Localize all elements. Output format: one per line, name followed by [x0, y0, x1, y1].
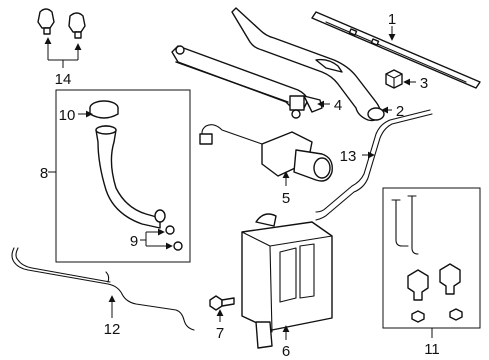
wiper-blade-part [311, 11, 481, 89]
callout-14-leader [44, 37, 82, 68]
callout-11: 11 [424, 341, 440, 358]
grommet-pair-part [165, 225, 183, 251]
arm-nut-part [385, 69, 403, 89]
filler-neck-group-box [55, 89, 191, 263]
washer-nozzle-pair-part [37, 8, 86, 39]
callout-3: 3 [420, 75, 428, 92]
callout-13: 13 [340, 148, 357, 165]
callout-12: 12 [104, 321, 121, 338]
nozzle-kit-group-box [382, 187, 481, 329]
callout-5: 5 [282, 190, 290, 207]
callout-9-leader [140, 228, 173, 250]
filler-neck-part [89, 100, 166, 229]
callout-4: 4 [334, 97, 342, 114]
wiper-arm-part [231, 7, 385, 122]
callout-1: 1 [388, 11, 396, 28]
callout-2: 2 [396, 103, 404, 120]
callout-8: 8 [40, 165, 48, 182]
washer-hose-part [11, 247, 195, 331]
callout-14: 14 [55, 71, 72, 88]
wiper-motor-part [199, 124, 333, 182]
nozzle-kit-part [391, 195, 463, 323]
callout-7: 7 [216, 325, 224, 342]
callout-9: 9 [130, 233, 138, 250]
reservoir-bolt-part [209, 295, 235, 311]
washer-tube-part [315, 109, 431, 213]
callout-10: 10 [59, 107, 76, 124]
washer-reservoir-part [241, 213, 333, 349]
wiper-linkage-part [171, 45, 323, 119]
callout-6: 6 [282, 343, 290, 360]
